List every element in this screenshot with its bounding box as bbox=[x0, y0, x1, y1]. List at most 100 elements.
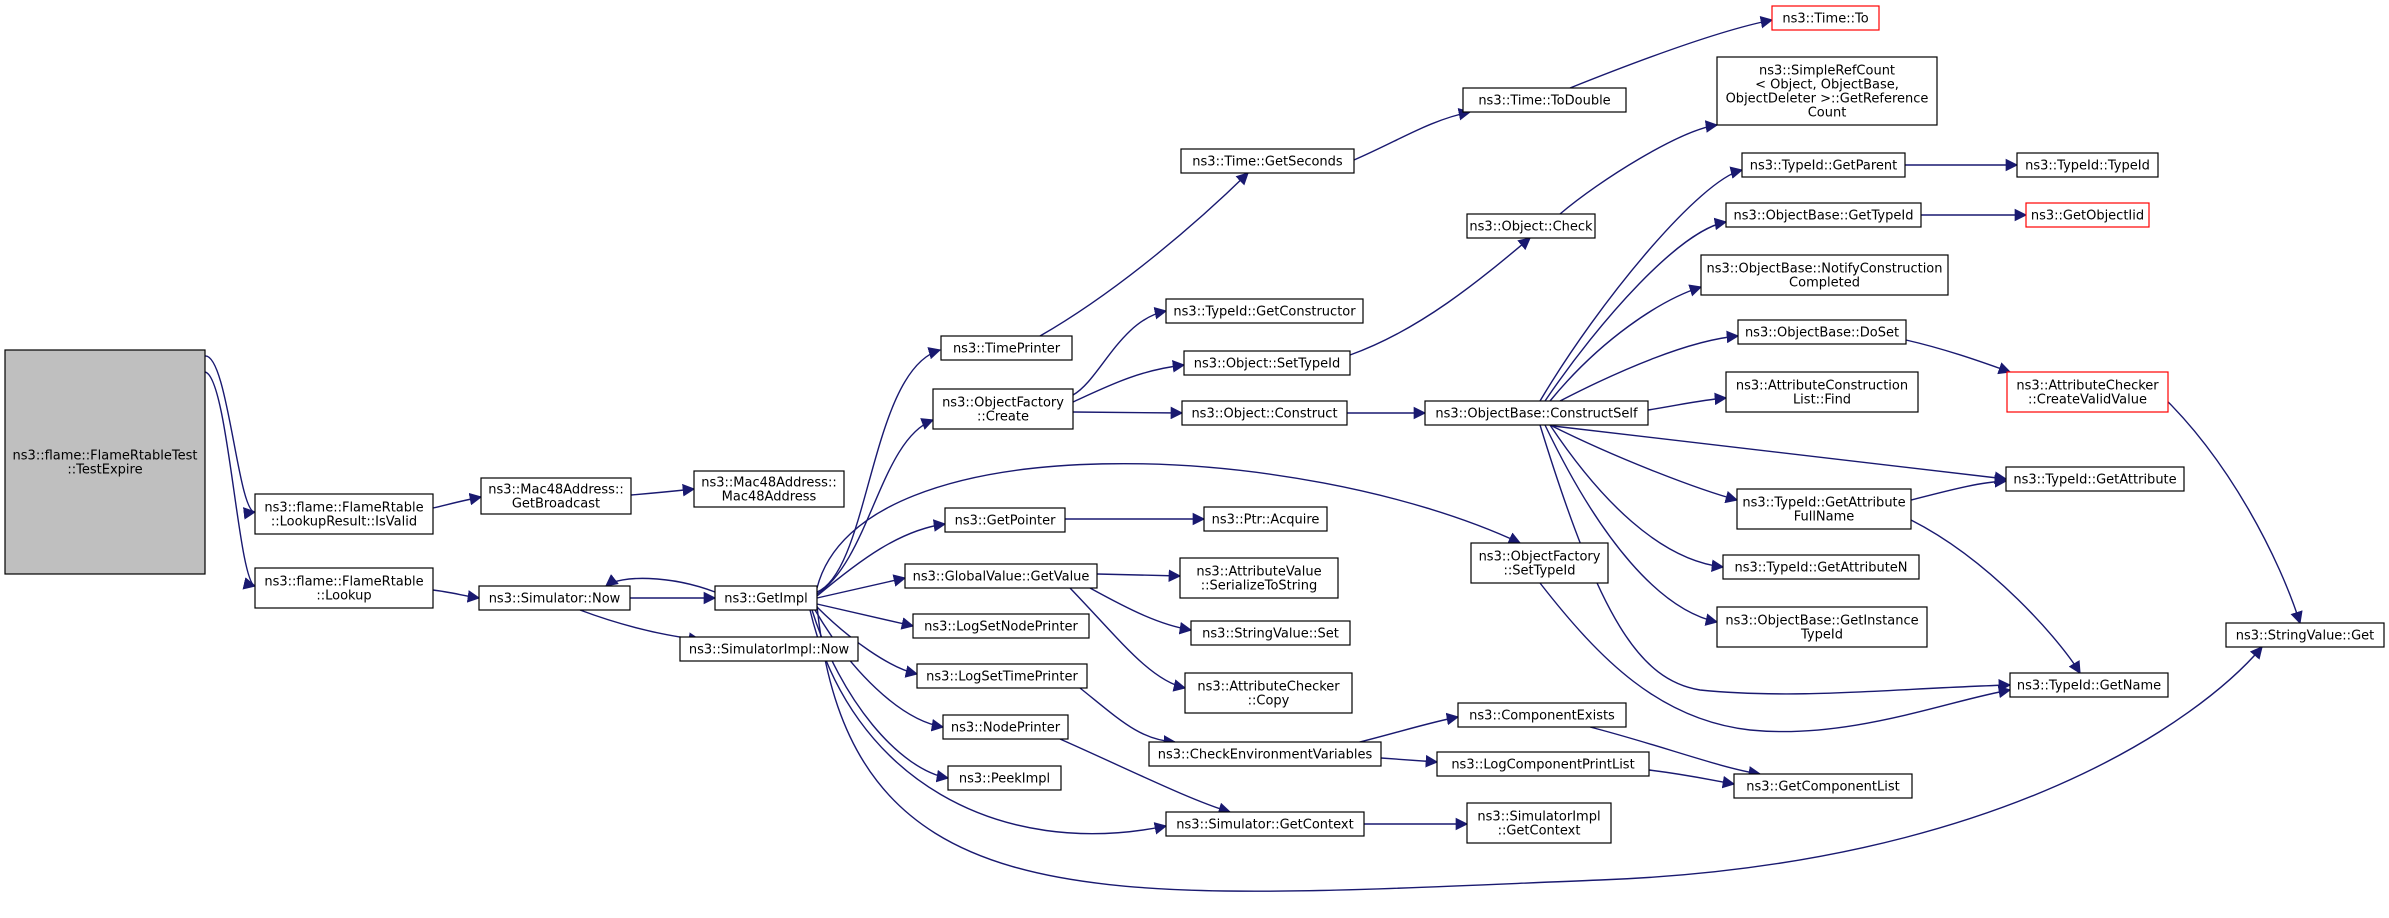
graph-node-n18[interactable]: ns3::TypeId::GetConstructor bbox=[1165, 298, 1364, 324]
node-box[interactable] bbox=[1733, 773, 1913, 799]
node-box[interactable] bbox=[1466, 802, 1612, 844]
node-box[interactable] bbox=[1700, 254, 1949, 296]
graph-node-n24[interactable]: ns3::AttributeChecker::Copy bbox=[1184, 672, 1353, 714]
node-box[interactable] bbox=[1184, 672, 1353, 714]
graph-node-n28[interactable]: ns3::Object::Check bbox=[1466, 213, 1596, 239]
graph-node-n16[interactable]: ns3::PeekImpl bbox=[947, 765, 1062, 791]
graph-node-n4[interactable]: ns3::Mac48Address::GetBroadcast bbox=[480, 477, 632, 515]
graph-node-n39[interactable]: ns3::ObjectBase::DoSet bbox=[1737, 319, 1907, 345]
graph-node-n37[interactable]: ns3::ObjectBase::GetTypeId bbox=[1725, 202, 1922, 228]
graph-node-n33[interactable]: ns3::SimulatorImpl::GetContext bbox=[1466, 802, 1612, 844]
node-box[interactable] bbox=[1716, 56, 1938, 126]
graph-node-n27[interactable]: ns3::Time::ToDouble bbox=[1462, 87, 1627, 113]
graph-node-n14[interactable]: ns3::LogSetTimePrinter bbox=[916, 663, 1088, 689]
node-box[interactable] bbox=[1436, 751, 1650, 777]
node-box[interactable] bbox=[2009, 672, 2169, 698]
graph-node-n29[interactable]: ns3::ObjectBase::ConstructSelf bbox=[1424, 400, 1649, 426]
node-box[interactable] bbox=[714, 585, 818, 611]
node-box[interactable] bbox=[1424, 400, 1649, 426]
node-box[interactable] bbox=[947, 765, 1062, 791]
node-box[interactable] bbox=[1725, 371, 1919, 413]
graph-node-n50[interactable]: ns3::StringValue::Get bbox=[2225, 622, 2385, 648]
graph-node-n49[interactable]: ns3::TypeId::GetName bbox=[2009, 672, 2169, 698]
node-box[interactable] bbox=[1183, 350, 1351, 376]
graph-node-n19[interactable]: ns3::Object::SetTypeId bbox=[1183, 350, 1351, 376]
node-box[interactable] bbox=[1165, 298, 1364, 324]
graph-node-n32[interactable]: ns3::LogComponentPrintList bbox=[1436, 751, 1650, 777]
graph-node-n9[interactable]: ns3::TimePrinter bbox=[940, 335, 1073, 361]
node-box[interactable] bbox=[1771, 5, 1880, 31]
graph-node-n36[interactable]: ns3::TypeId::GetParent bbox=[1741, 152, 1906, 178]
graph-node-n3[interactable]: ns3::flame::FlameRtable::Lookup bbox=[254, 567, 434, 609]
graph-node-n42[interactable]: ns3::TypeId::GetAttributeN bbox=[1722, 554, 1920, 580]
node-box[interactable] bbox=[904, 563, 1098, 589]
graph-node-n15[interactable]: ns3::NodePrinter bbox=[942, 714, 1069, 740]
node-box[interactable] bbox=[679, 636, 859, 662]
node-box[interactable] bbox=[1470, 542, 1609, 584]
graph-node-n35[interactable]: ns3::SimpleRefCount< Object, ObjectBase,… bbox=[1716, 56, 1938, 126]
node-box[interactable] bbox=[2006, 371, 2169, 413]
node-box[interactable] bbox=[1190, 620, 1351, 646]
graph-node-n25[interactable]: ns3::CheckEnvironmentVariables bbox=[1148, 741, 1382, 767]
graph-node-n26[interactable]: ns3::Simulator::GetContext bbox=[1165, 811, 1365, 837]
node-box[interactable] bbox=[1203, 506, 1328, 532]
node-box[interactable] bbox=[1179, 557, 1339, 599]
graph-node-n46[interactable]: ns3::GetObjectIid bbox=[2025, 202, 2150, 228]
node-box[interactable] bbox=[1725, 202, 1922, 228]
graph-node-n21[interactable]: ns3::Ptr::Acquire bbox=[1203, 506, 1328, 532]
graph-node-n34[interactable]: ns3::Time::To bbox=[1771, 5, 1880, 31]
node-box[interactable] bbox=[1462, 87, 1627, 113]
node-box[interactable] bbox=[1722, 554, 1920, 580]
node-box[interactable] bbox=[1741, 152, 1906, 178]
node-box[interactable] bbox=[1466, 213, 1596, 239]
graph-node-n48[interactable]: ns3::TypeId::GetAttribute bbox=[2005, 466, 2185, 492]
graph-node-n8[interactable]: ns3::SimulatorImpl::Now bbox=[679, 636, 859, 662]
node-box[interactable] bbox=[944, 507, 1066, 533]
graph-node-n17[interactable]: ns3::Time::GetSeconds bbox=[1180, 148, 1355, 174]
graph-node-n1[interactable]: ns3::flame::FlameRtableTest::TestExpire bbox=[4, 349, 206, 575]
node-box[interactable] bbox=[912, 613, 1090, 639]
node-box[interactable] bbox=[254, 567, 434, 609]
node-box[interactable] bbox=[942, 714, 1069, 740]
node-box[interactable] bbox=[1148, 741, 1382, 767]
node-box[interactable] bbox=[1457, 702, 1627, 728]
graph-node-n47[interactable]: ns3::AttributeChecker::CreateValidValue bbox=[2006, 371, 2169, 413]
node-box[interactable] bbox=[693, 470, 845, 508]
node-box[interactable] bbox=[1165, 811, 1365, 837]
node-box[interactable] bbox=[4, 349, 206, 575]
graph-node-n20[interactable]: ns3::Object::Construct bbox=[1181, 400, 1348, 426]
graph-node-n45[interactable]: ns3::TypeId::TypeId bbox=[2016, 152, 2159, 178]
node-box[interactable] bbox=[1736, 488, 1912, 530]
graph-node-n22[interactable]: ns3::AttributeValue::SerializeToString bbox=[1179, 557, 1339, 599]
node-box[interactable] bbox=[1716, 606, 1928, 648]
graph-node-n6[interactable]: ns3::Simulator::Now bbox=[478, 585, 631, 611]
graph-node-n44[interactable]: ns3::GetComponentList bbox=[1733, 773, 1913, 799]
node-box[interactable] bbox=[932, 388, 1074, 430]
graph-node-n13[interactable]: ns3::LogSetNodePrinter bbox=[912, 613, 1090, 639]
node-box[interactable] bbox=[1180, 148, 1355, 174]
graph-node-n5[interactable]: ns3::Mac48Address::Mac48Address bbox=[693, 470, 845, 508]
node-box[interactable] bbox=[2225, 622, 2385, 648]
graph-node-n12[interactable]: ns3::GlobalValue::GetValue bbox=[904, 563, 1098, 589]
graph-node-n38[interactable]: ns3::ObjectBase::NotifyConstructionCompl… bbox=[1700, 254, 1949, 296]
node-box[interactable] bbox=[480, 477, 632, 515]
graph-node-n31[interactable]: ns3::ComponentExists bbox=[1457, 702, 1627, 728]
node-box[interactable] bbox=[1181, 400, 1348, 426]
node-box[interactable] bbox=[2016, 152, 2159, 178]
graph-node-n11[interactable]: ns3::GetPointer bbox=[944, 507, 1066, 533]
graph-node-n7[interactable]: ns3::GetImpl bbox=[714, 585, 818, 611]
graph-node-n30[interactable]: ns3::ObjectFactory::SetTypeId bbox=[1470, 542, 1609, 584]
node-box[interactable] bbox=[254, 493, 434, 535]
node-box[interactable] bbox=[940, 335, 1073, 361]
graph-node-n23[interactable]: ns3::StringValue::Set bbox=[1190, 620, 1351, 646]
graph-node-n10[interactable]: ns3::ObjectFactory::Create bbox=[932, 388, 1074, 430]
node-box[interactable] bbox=[1737, 319, 1907, 345]
graph-node-n2[interactable]: ns3::flame::FlameRtable::LookupResult::I… bbox=[254, 493, 434, 535]
node-box[interactable] bbox=[478, 585, 631, 611]
node-box[interactable] bbox=[2025, 202, 2150, 228]
node-box[interactable] bbox=[2005, 466, 2185, 492]
node-box[interactable] bbox=[916, 663, 1088, 689]
